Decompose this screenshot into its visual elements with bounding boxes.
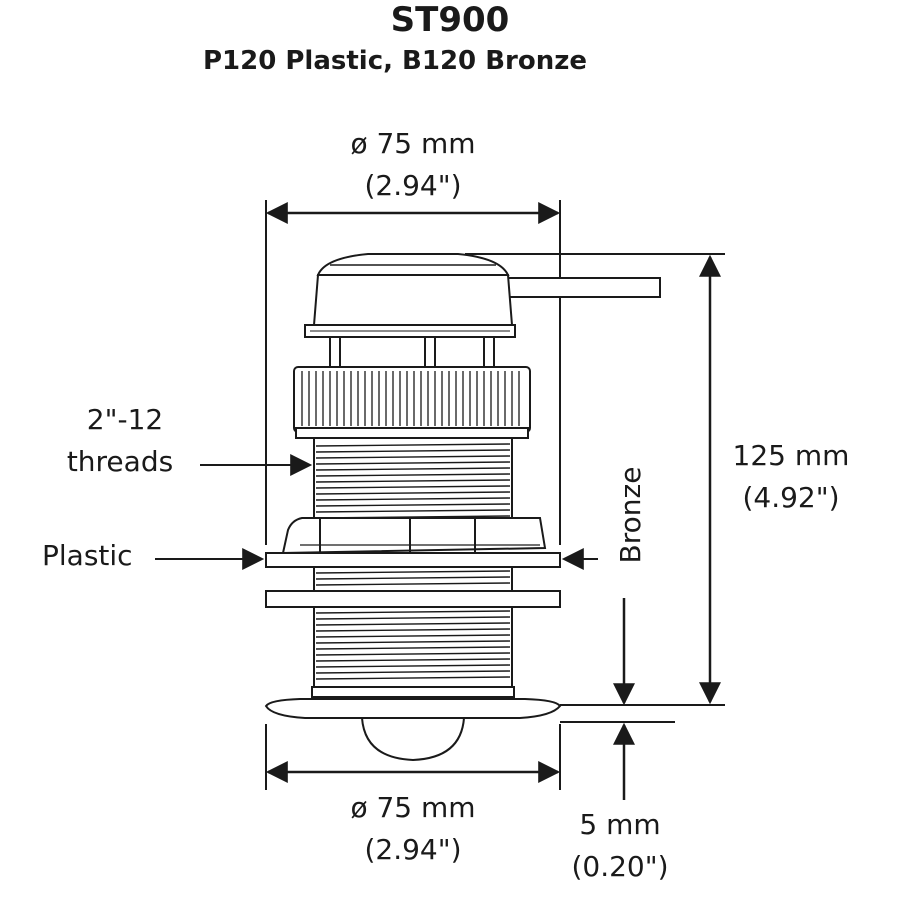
height-in-label: (4.92") [742,481,840,514]
thread-line [315,640,511,644]
base-flange [264,698,562,719]
top-diameter-mm-label: ø 75 mm [350,127,476,160]
thread-line [315,610,511,614]
flat-ring [265,590,561,608]
thread-line [315,485,511,489]
thread-line [315,658,511,662]
nut-base-ring [295,427,529,439]
threads-label-line1: 2"-12 [86,403,164,436]
post-mid [424,336,436,368]
stem-collar [311,686,515,698]
thread-line [315,479,511,483]
thread-line [315,634,511,638]
thread-line [315,676,511,680]
cap-body [312,274,514,326]
thread-line [315,664,511,668]
thread-line [315,616,511,620]
height-mm-label: 125 mm [732,439,850,472]
protrusion-in-label: (0.20") [571,850,669,883]
thread-line [315,443,511,447]
thread-line [315,497,511,501]
thread-line [315,455,511,459]
bottom-diameter-in-label: (2.94") [364,833,462,866]
thread-line [315,461,511,465]
thread-line [315,467,511,471]
top-diameter-in-label: (2.94") [364,169,462,202]
thread-line [315,628,511,632]
thread-line [315,503,511,507]
bronze-label: Bronze [614,466,647,564]
post-right [483,336,495,368]
cable [499,277,661,298]
protrusion-mm-label: 5 mm [579,808,661,841]
thread-line [315,449,511,453]
thread-line [315,491,511,495]
thread-line [315,576,511,580]
thread-line [315,509,511,513]
fairing-nut [281,517,547,555]
thread-line [315,582,511,586]
washer [265,552,561,568]
thread-line [315,646,511,650]
diagram-title: ST900 [390,0,510,40]
thread-line [315,670,511,674]
bottom-dome [360,717,466,762]
plastic-label: Plastic [42,539,133,572]
thread-line [315,570,511,574]
threads-label-line2: threads [66,445,174,478]
thread-line [315,652,511,656]
diagram-subtitle: P120 Plastic, B120 Bronze [203,46,587,76]
bottom-diameter-mm-label: ø 75 mm [350,791,476,824]
post-left [329,336,341,368]
thread-line [315,622,511,626]
thread-line [315,473,511,477]
